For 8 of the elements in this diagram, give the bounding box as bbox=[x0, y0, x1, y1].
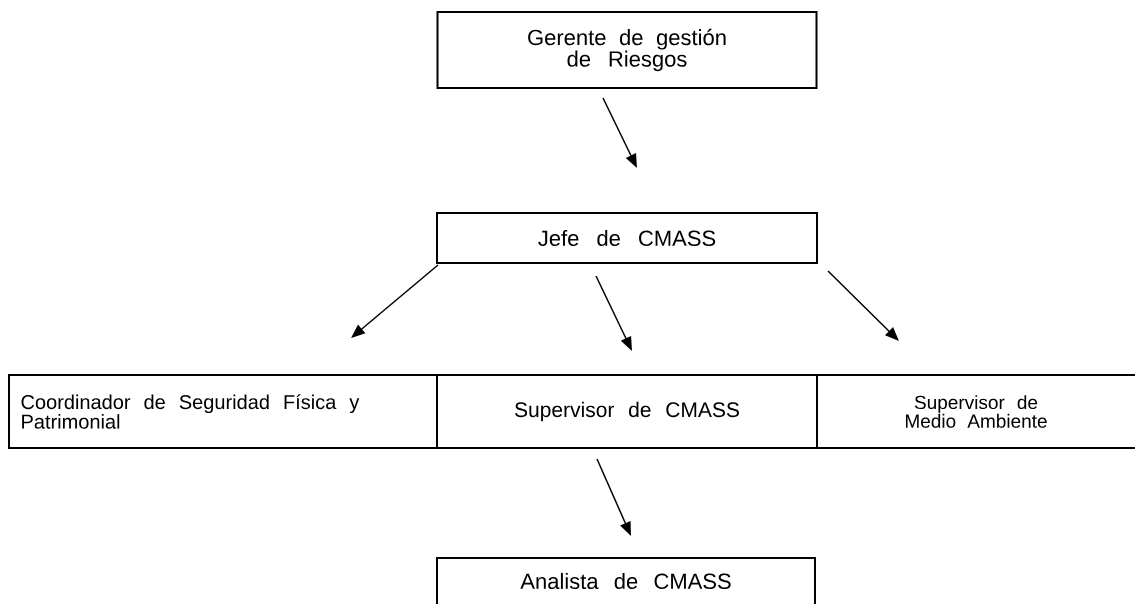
org-box: Supervisor de CMASS bbox=[436, 374, 818, 449]
arrow bbox=[827, 270, 899, 341]
org-box: Analista de CMASS bbox=[436, 557, 816, 604]
org-box: Gerente de gestión de Riesgos bbox=[436, 11, 818, 89]
arrow bbox=[351, 264, 439, 338]
org-box: Jefe de CMASS bbox=[436, 212, 818, 264]
org-box: Coordinador de Seguridad Física y Patrimonial bbox=[8, 374, 438, 449]
org-box: Supervisor de Medio Ambiente bbox=[816, 374, 1135, 449]
